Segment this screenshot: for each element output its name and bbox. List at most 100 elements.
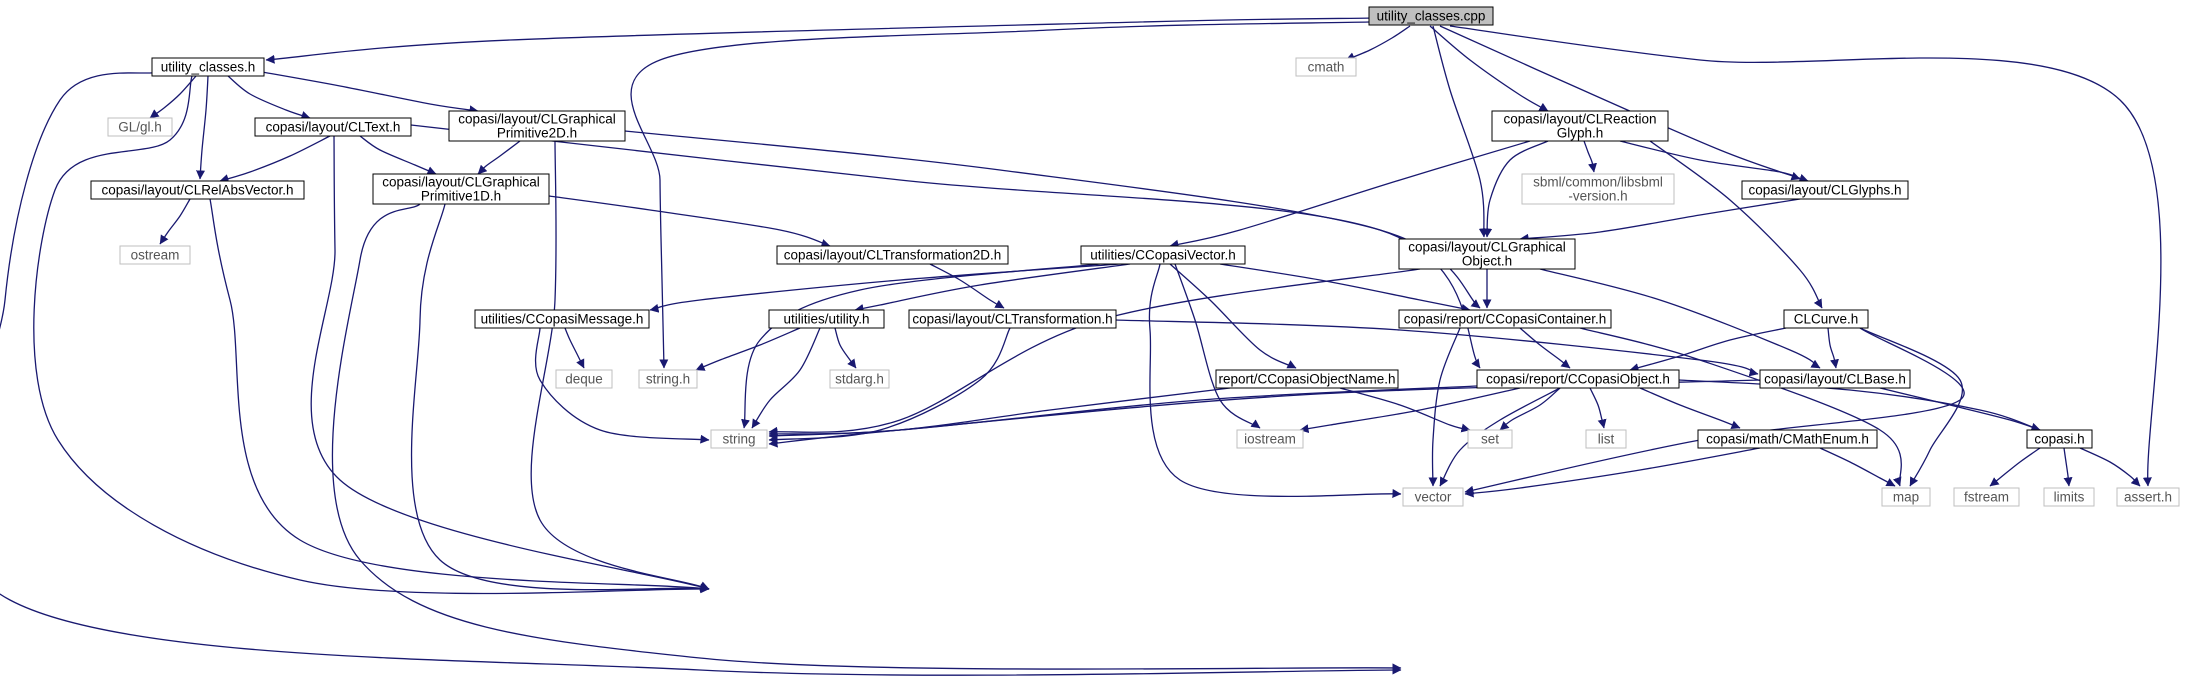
node-label: copasi/layout/CLText.h: [266, 120, 401, 135]
node-label: copasi/report/CCopasiContainer.h: [1404, 312, 1607, 327]
edge-clcurve-to-map: [1859, 327, 1963, 487]
node-ostream: ostream: [119, 245, 191, 265]
node-list: list: [1585, 429, 1627, 449]
node-box: [1398, 238, 1576, 270]
node-label: Primitive1D.h: [421, 189, 501, 204]
node-copasih[interactable]: copasi.h: [2026, 429, 2093, 449]
node-label: GL/gl.h: [118, 120, 162, 135]
node-cmenum[interactable]: copasi/math/CMathEnum.h: [1697, 429, 1878, 449]
edge-cco-to-string: [768, 385, 1478, 439]
node-label: Object.h: [1462, 254, 1512, 269]
edge-ccv-to-vector: [1148, 263, 1402, 498]
node-clglyphs[interactable]: copasi/layout/CLGlyphs.h: [1741, 180, 1909, 200]
node-label: CLCurve.h: [1794, 312, 1859, 327]
node-label: copasi.h: [2034, 432, 2084, 447]
node-label: map: [1893, 490, 1919, 505]
edge-copasih-to-limits: [2063, 447, 2073, 487]
node-ccc[interactable]: copasi/report/CCopasiContainer.h: [1398, 309, 1612, 329]
node-limits: limits: [2043, 487, 2095, 507]
edge-cco-to-copasih: [1678, 379, 2041, 432]
edge-clrg-to-clglyphs: [1619, 140, 1801, 181]
node-box: [2026, 429, 2093, 449]
nodes-layer: utility_classes.cpp utility_classes.h cmat…: [90, 6, 2180, 507]
edge-ccv-to-string: [741, 263, 1101, 429]
edge-clcurve-to-cco: [1629, 327, 1787, 373]
edge-ccm-to-string: [534, 327, 710, 444]
edge-clgp2d-to-string: [530, 140, 710, 590]
edge-cmenum-to-map: [1819, 447, 1896, 487]
node-glh: GL/gl.h: [107, 117, 173, 137]
edge-clgp2d-to-clgp1d: [477, 140, 521, 175]
node-label: copasi/layout/CLRelAbsVector.h: [101, 183, 293, 198]
node-label: copasi/layout/CLGraphical: [382, 175, 540, 190]
node-util[interactable]: utilities/utility.h: [768, 309, 885, 329]
node-box: [1398, 309, 1612, 329]
node-box: [776, 245, 1009, 265]
edge-root-to-asserth: [1449, 25, 2162, 487]
node-clcurve[interactable]: CLCurve.h: [1783, 309, 1869, 329]
node-cmath: cmath: [1295, 57, 1357, 77]
node-label: assert.h: [2124, 490, 2172, 505]
node-box: [555, 369, 613, 389]
edge-util-to-stringh: [695, 327, 801, 371]
node-label: Glyph.h: [1557, 126, 1604, 141]
edge-cco-to-list: [1589, 387, 1607, 429]
node-box: [1080, 245, 1246, 265]
edge-uch-to-clrel: [196, 75, 209, 180]
node-box: [1697, 429, 1878, 449]
node-string: string: [710, 429, 768, 449]
node-box: [119, 245, 191, 265]
node-uch[interactable]: utility_classes.h: [151, 57, 265, 77]
node-box: [2116, 487, 2180, 507]
node-box: [1368, 6, 1494, 26]
edge-ccc-to-vector: [1428, 327, 1461, 487]
edge-clt2d-to-cltr: [929, 263, 1005, 309]
node-box: [448, 110, 626, 142]
node-label: limits: [2054, 490, 2085, 505]
edge-uch-to-cltext: [227, 75, 311, 120]
edge-cltext-to-cco: [410, 124, 1481, 369]
node-clbase[interactable]: copasi/layout/CLBase.h: [1759, 369, 1911, 389]
node-box: [1402, 487, 1464, 507]
node-label: utilities/CCopasiMessage.h: [481, 312, 644, 327]
node-label: copasi/layout/CLGraphical: [1408, 240, 1566, 255]
node-cltext[interactable]: copasi/layout/CLText.h: [254, 117, 412, 137]
node-label: fstream: [1964, 490, 2009, 505]
node-cco[interactable]: copasi/report/CCopasiObject.h: [1476, 369, 1680, 389]
node-clrel[interactable]: copasi/layout/CLRelAbsVector.h: [90, 180, 305, 200]
node-clt2d[interactable]: copasi/layout/CLTransformation2D.h: [776, 245, 1009, 265]
node-box: [474, 309, 650, 329]
node-vector: vector: [1402, 487, 1464, 507]
node-root[interactable]: utility_classes.cpp: [1368, 6, 1494, 26]
edge-cltext-to-clgp1d: [359, 135, 437, 175]
node-label: copasi/layout/CLTransformation.h: [912, 312, 1112, 327]
node-ccm[interactable]: utilities/CCopasiMessage.h: [474, 309, 650, 329]
node-ccv[interactable]: utilities/CCopasiVector.h: [1080, 245, 1246, 265]
edge-cltr-to-clbase: [1115, 319, 1759, 377]
node-box: [1759, 369, 1911, 389]
edge-clcurve-to-clbase: [1827, 327, 1839, 369]
edge-clgp2d-to-ccc: [624, 130, 1481, 309]
node-label: list: [1598, 432, 1615, 447]
node-stringh: string.h: [638, 369, 698, 389]
node-label: utilities/utility.h: [783, 312, 869, 327]
node-box: [2043, 487, 2095, 507]
node-box: [1491, 110, 1669, 142]
node-set: set: [1467, 429, 1513, 449]
node-box: [151, 57, 265, 77]
edge-ccv-to-ccm: [649, 263, 1121, 313]
edge-clgo-to-clbase: [1539, 268, 1821, 369]
node-sbml: sbml/common/libsbml-version.h: [1521, 173, 1675, 205]
edge-clgp1d-to-vector: [331, 203, 1402, 673]
node-box: [1215, 369, 1399, 389]
node-ccon[interactable]: report/CCopasiObjectName.h: [1215, 369, 1399, 389]
node-label: copasi/layout/CLGraphical: [458, 112, 616, 127]
node-box: [254, 117, 412, 137]
edge-clcurve-to-vector: [1464, 327, 1965, 495]
edge-uch-to-clgp2d: [261, 71, 479, 115]
node-cltr[interactable]: copasi/layout/CLTransformation.h: [908, 309, 1117, 329]
